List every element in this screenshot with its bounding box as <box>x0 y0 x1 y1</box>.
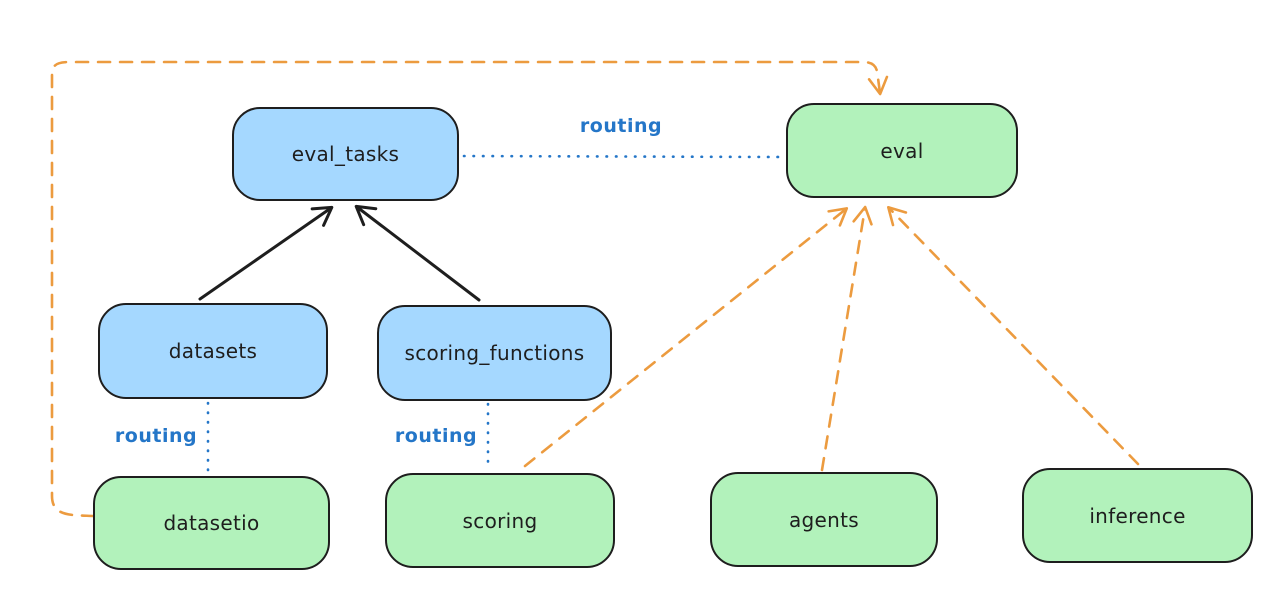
node-agents[interactable]: agents <box>710 472 938 567</box>
edge-label-routing-scoring_functions-scoring: routing <box>394 425 478 447</box>
node-datasetio-label: datasetio <box>163 511 260 535</box>
node-scoring_functions-label: scoring_functions <box>404 341 585 365</box>
node-scoring_functions[interactable]: scoring_functions <box>377 305 612 401</box>
node-eval_tasks[interactable]: eval_tasks <box>232 107 459 201</box>
edge-scoring-to-eval <box>523 207 849 468</box>
edge-routing-eval_tasks-eval <box>462 154 785 159</box>
node-scoring-label: scoring <box>462 508 538 533</box>
edge-inference-to-eval <box>887 205 1140 466</box>
node-scoring[interactable]: scoring <box>385 473 615 568</box>
node-eval-label: eval <box>880 138 924 163</box>
edge-datasetio-to-eval-loop <box>50 60 889 518</box>
node-datasets[interactable]: datasets <box>98 303 328 399</box>
node-datasetio[interactable]: datasetio <box>93 476 330 570</box>
edge-label-routing-datasets-datasetio: routing <box>114 425 198 447</box>
node-agents-label: agents <box>789 507 859 532</box>
node-eval[interactable]: eval <box>786 103 1018 198</box>
node-inference[interactable]: inference <box>1022 468 1253 563</box>
node-eval_tasks-label: eval_tasks <box>291 142 400 166</box>
node-datasets-label: datasets <box>168 339 258 363</box>
edge-label-routing-eval_tasks-eval: routing <box>579 115 663 137</box>
edge-agents-to-eval <box>820 205 873 472</box>
edge-scoring_functions-to-eval_tasks <box>354 204 481 302</box>
edge-datasets-to-eval_tasks <box>198 205 334 301</box>
node-inference-label: inference <box>1089 503 1186 528</box>
